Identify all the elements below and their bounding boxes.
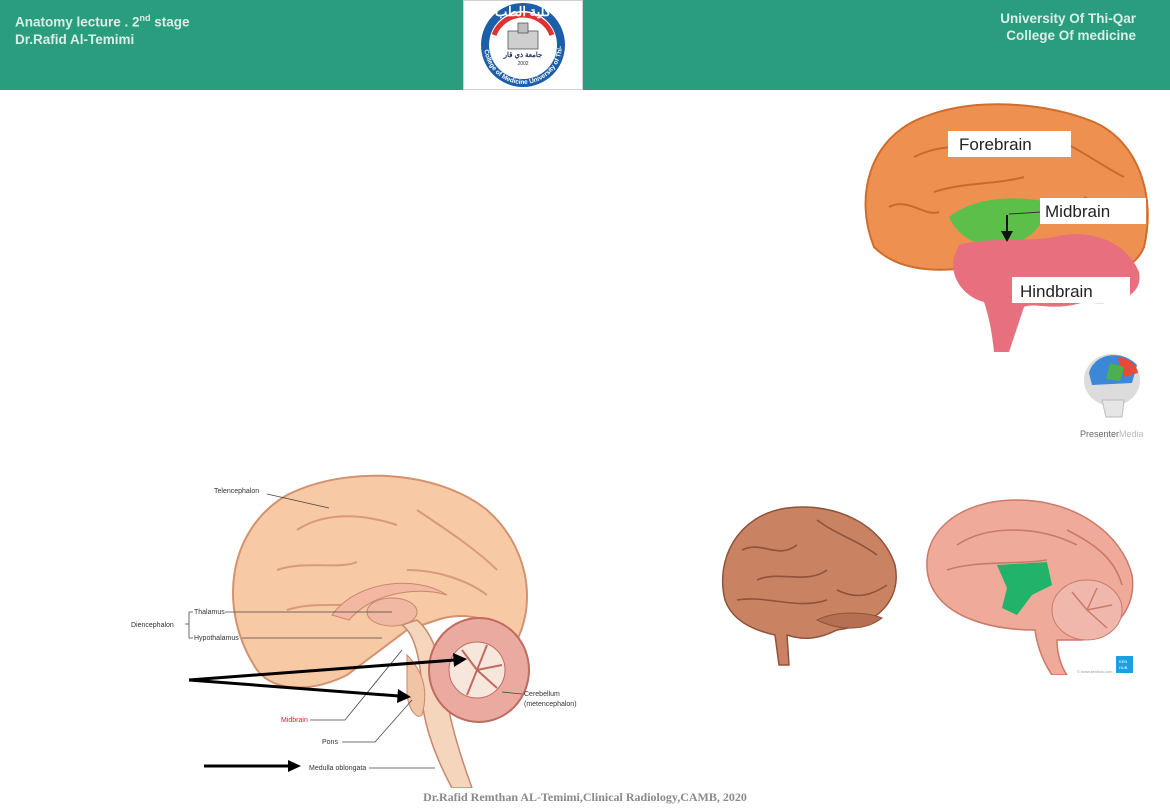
- logo-year: 2002: [517, 61, 528, 67]
- metencephalon-label: (metencephalon): [524, 701, 577, 708]
- hindbrain-label-box: [1012, 277, 1130, 303]
- sagittal-brain-figure: Telencephalon Diencephalon Thalamus Hypo…: [117, 470, 612, 788]
- arrow-to-cerebellum: [188, 658, 456, 682]
- kenhub-badge-line2: HUB: [1119, 665, 1128, 670]
- thalamus-label: Thalamus: [194, 609, 225, 616]
- telencephalon-shape: [232, 474, 528, 689]
- presentermedia-watermark: PresenterMedia: [1080, 354, 1144, 439]
- kenhub-badge-icon: [1116, 656, 1133, 673]
- forebrain-label: Forebrain: [959, 135, 1032, 154]
- footer-credit: Dr.Rafid Remthan AL-Temimi,Clinical Radi…: [423, 790, 747, 804]
- arrow-to-pons: [188, 678, 400, 698]
- down-arrow-icon: [1001, 231, 1013, 242]
- midbrain-label: Midbrain: [1045, 202, 1110, 221]
- lecture-info: Anatomy lecture . 2nd stage Dr.Rafid Al-…: [15, 10, 190, 48]
- college-logo: كلية الطب College of Medicine University…: [461, 0, 583, 90]
- arrow-head-icon: [288, 760, 301, 772]
- cerebellum-label: Cerebellum: [524, 691, 560, 698]
- midbrain-highlight: [997, 562, 1052, 615]
- kenhub-credit: © www.kenhub.com: [1077, 669, 1113, 674]
- logo-arabic-university: جامعة ذي قار: [503, 51, 543, 60]
- header-bar: Anatomy lecture . 2nd stage Dr.Rafid Al-…: [0, 0, 1170, 90]
- midbrain-label: Midbrain: [281, 717, 308, 724]
- kenhub-badge-line1: KEN: [1119, 659, 1127, 664]
- logo-seal-icon: كلية الطب College of Medicine University…: [461, 0, 565, 87]
- pons-label: Pons: [322, 739, 338, 746]
- forebrain-label-box: [948, 131, 1071, 157]
- arrow-head-icon: [453, 653, 467, 667]
- logo-arabic-title: كلية الطب: [495, 4, 552, 19]
- brain-regions-figure: Forebrain Midbrain Hindbrain: [854, 97, 1158, 352]
- telencephalon-label: Telencephalon: [214, 488, 259, 495]
- watermark-text: PresenterMedia: [1080, 429, 1144, 439]
- diencephalon-label: Diencephalon: [131, 622, 174, 629]
- medulla-label: Medulla oblongata: [309, 765, 366, 772]
- arrow-head-icon: [397, 689, 411, 703]
- lecturer-name: Dr.Rafid Al-Temimi: [15, 31, 135, 47]
- kenhub-brain-figure: KEN HUB © www.kenhub.com: [721, 499, 1134, 675]
- institution-info: University Of Thi-Qar College Of medicin…: [1000, 10, 1136, 44]
- lateral-brain-shape: [721, 506, 897, 666]
- hypothalamus-label: Hypothalamus: [194, 635, 239, 642]
- midbrain-label-box: [1040, 198, 1146, 224]
- college-name: College Of medicine: [1006, 28, 1136, 43]
- midbrain-shape: [949, 198, 1049, 246]
- university-name: University Of Thi-Qar: [1000, 11, 1136, 26]
- hindbrain-label: Hindbrain: [1020, 282, 1093, 301]
- lecture-title: Anatomy lecture . 2nd stage: [15, 13, 190, 30]
